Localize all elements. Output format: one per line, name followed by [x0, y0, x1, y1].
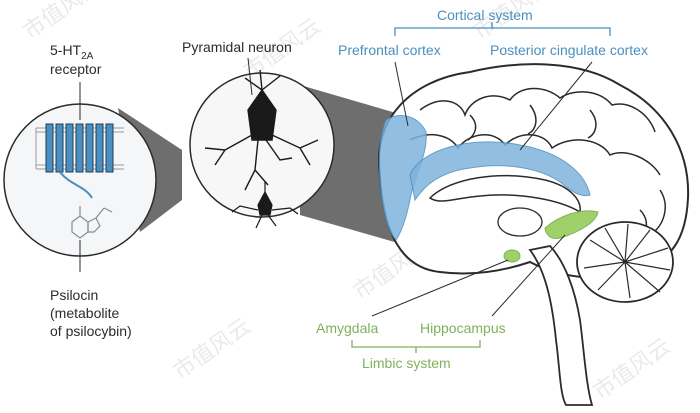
cerebellum	[576, 221, 674, 303]
cingulate-leader-line	[519, 61, 593, 151]
psilocin-label-line2: (metabolite	[50, 305, 119, 321]
psilocin-label-line1: Psilocin	[50, 287, 98, 303]
amygdala-label: Amygdala	[316, 320, 378, 336]
receptor-label: 5-HT2A	[50, 42, 94, 62]
pyramidal-leader-line	[247, 57, 253, 96]
prefrontal-cortex-highlight	[378, 115, 427, 241]
prefrontal-leader-line	[394, 61, 409, 127]
limbic-system-bracket	[351, 340, 481, 353]
brainstem	[528, 245, 594, 406]
brain-illustration	[377, 63, 690, 406]
limbic-system-label: Limbic system	[362, 355, 451, 371]
posterior-cingulate-label: Posterior cingulate cortex	[490, 42, 648, 58]
watermark-text: 市值风云	[589, 334, 675, 405]
pyramidal-neuron-upper	[204, 69, 319, 191]
receptor-helices	[45, 123, 114, 173]
cortical-system-bracket	[394, 22, 611, 36]
pyramidal-neuron-lower	[231, 182, 299, 229]
hippocampus-label: Hippocampus	[420, 320, 506, 336]
neuron-circle	[189, 69, 335, 229]
psilocin-molecule	[71, 206, 113, 239]
watermark-text: 市值风云	[19, 0, 105, 45]
amygdala-highlight	[503, 249, 521, 263]
receptor-tail	[59, 171, 93, 199]
thalamus	[497, 207, 543, 237]
cingulate-cortex-highlight	[409, 141, 591, 202]
receptor-circle	[3, 103, 157, 272]
cortical-system-label: Cortical system	[437, 7, 533, 23]
watermark-text: 市值风云	[169, 314, 255, 385]
receptor-label-line2: receptor	[50, 61, 102, 77]
prefrontal-cortex-label: Prefrontal cortex	[338, 42, 441, 58]
pyramidal-neuron-label: Pyramidal neuron	[182, 39, 292, 55]
amygdala-leader-line	[371, 259, 509, 317]
psilocin-label-line3: of psilocybin)	[50, 323, 132, 339]
hippocampus-highlight	[544, 210, 599, 239]
hippocampus-leader-line	[491, 234, 566, 317]
